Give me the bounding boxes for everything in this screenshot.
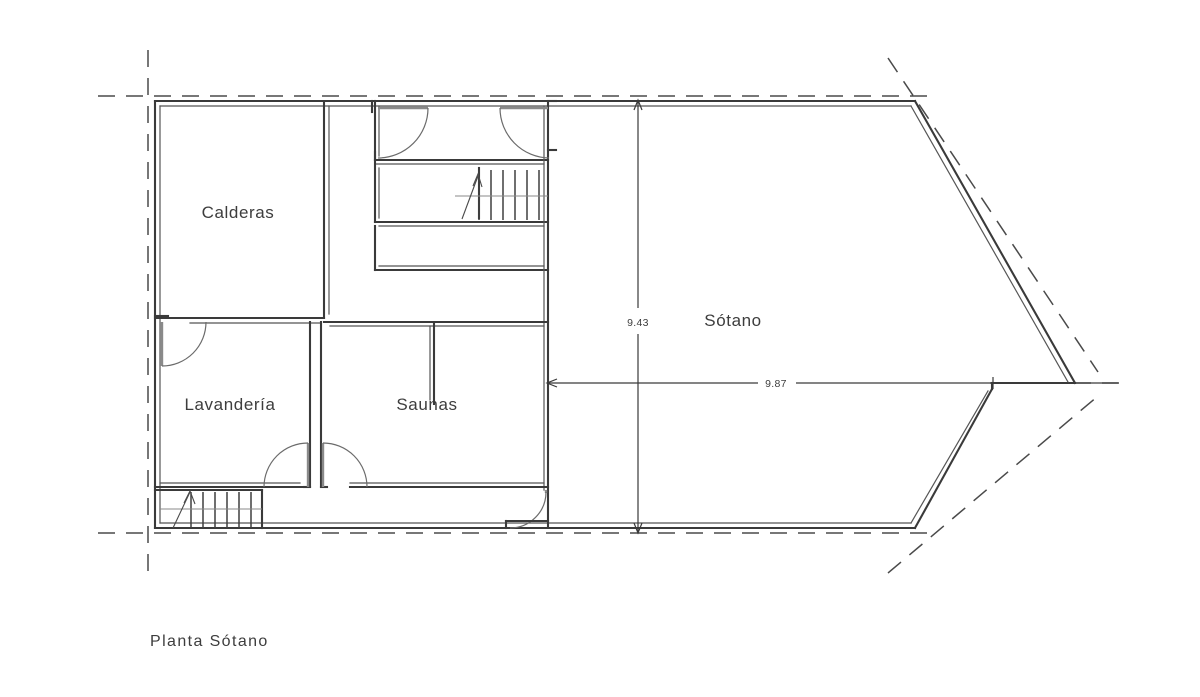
room-labels-group: Calderas Lavandería Saunas Sótano: [184, 203, 761, 414]
door-saunas-exterior: [504, 490, 550, 530]
door-swing-icon: [499, 107, 550, 159]
door-lavanderia-exterior: [153, 314, 207, 367]
doors-group: [153, 99, 558, 530]
exterior-wall-angled-upper-inner: [910, 105, 1069, 383]
dimension-value-vertical: 9.43: [627, 317, 649, 329]
door-swing-icon: [322, 442, 368, 488]
building-envelope-group: [153, 99, 1077, 530]
plan-caption: Planta Sótano: [150, 633, 269, 650]
exterior-wall-angled-lower: [913, 387, 994, 530]
exterior-wall-angled-lower-inner: [910, 390, 989, 524]
door-saunas-inner: [321, 442, 368, 488]
door-swing-icon: [509, 491, 547, 529]
door-swing-icon: [263, 442, 309, 488]
exterior-wall-angled-upper: [913, 99, 1077, 385]
stair-arrow-icon: [172, 491, 191, 529]
dimension-arrow-icon: [545, 378, 558, 388]
dimension-arrow-icon: [633, 98, 643, 111]
door-lavanderia-inner: [263, 442, 310, 488]
stair-run-lower: [160, 489, 262, 529]
room-label-saunas: Saunas: [396, 395, 457, 414]
axis-line-angled-upper: [887, 57, 1099, 373]
room-label-sotano: Sótano: [704, 311, 761, 330]
dimension-arrow-icon: [633, 522, 643, 535]
room-label-calderas: Calderas: [202, 203, 275, 222]
dimension-horizontal-9-87: 9.87: [545, 377, 1118, 390]
stair-run-upper: [455, 166, 548, 220]
interior-walls-group: [153, 99, 558, 530]
door-vestibule-left: [370, 99, 429, 165]
stair-arrowhead-icon: [183, 489, 196, 505]
axis-lines-group: [98, 50, 1128, 576]
stair-arrowhead-icon: [472, 172, 483, 188]
door-vestibule-right: [499, 106, 558, 159]
dimension-vertical-9-43: 9.43: [627, 98, 649, 535]
door-swing-icon: [377, 107, 429, 159]
stair-arrow-icon: [461, 175, 479, 220]
dimension-value-horizontal: 9.87: [765, 378, 787, 390]
axis-line-angled-lower: [887, 395, 1099, 574]
door-swing-icon: [161, 321, 207, 367]
room-label-lavanderia: Lavandería: [184, 395, 275, 414]
